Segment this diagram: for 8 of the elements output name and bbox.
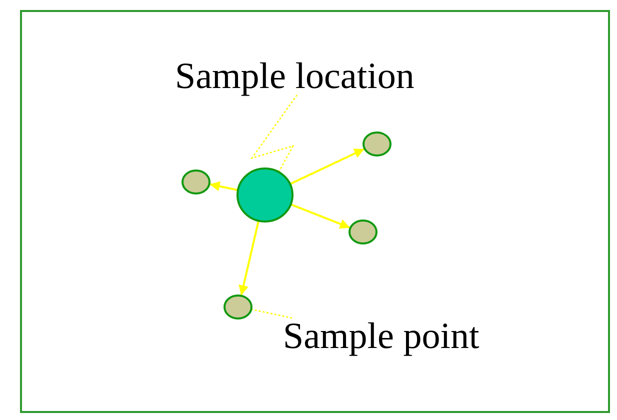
leader-line — [252, 308, 292, 319]
callout-label: Sample point — [283, 318, 480, 355]
arrow — [210, 181, 238, 192]
leader-line — [250, 94, 298, 172]
arrow — [238, 221, 260, 296]
arrow — [290, 204, 350, 229]
arrow — [290, 148, 365, 185]
callout-label: Sample location — [175, 58, 414, 95]
